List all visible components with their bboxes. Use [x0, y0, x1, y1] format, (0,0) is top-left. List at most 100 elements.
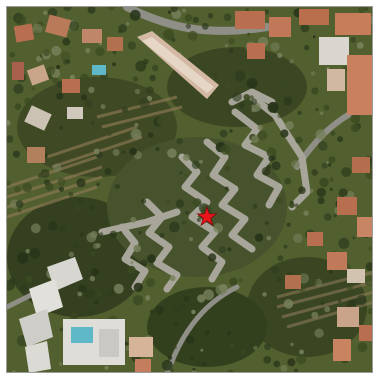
tree	[290, 342, 294, 347]
tree	[238, 278, 243, 283]
tree	[347, 299, 357, 309]
tree	[85, 47, 91, 54]
tree	[304, 45, 310, 51]
tree	[75, 206, 80, 211]
tree	[246, 77, 258, 89]
tree	[12, 370, 16, 372]
tree	[298, 186, 306, 195]
tree	[245, 8, 249, 12]
tree	[324, 306, 331, 313]
tree	[262, 292, 267, 297]
tree	[365, 262, 372, 271]
tree	[169, 275, 176, 282]
tree	[224, 186, 229, 191]
tree	[196, 361, 202, 367]
satellite-map[interactable]	[6, 6, 373, 373]
tree	[350, 36, 356, 43]
tree	[280, 129, 289, 138]
star-icon	[196, 205, 218, 227]
tree	[276, 196, 284, 205]
tree	[224, 165, 231, 172]
tree	[265, 221, 269, 225]
tree	[121, 150, 126, 155]
tree	[152, 64, 159, 72]
tree	[294, 368, 298, 372]
tree	[22, 182, 33, 193]
tree	[223, 13, 232, 22]
tree	[52, 77, 59, 84]
tree	[311, 87, 319, 95]
tree	[267, 101, 279, 113]
tree	[191, 160, 200, 170]
tree	[107, 7, 115, 11]
tree	[196, 217, 201, 222]
tree	[311, 311, 319, 319]
tree	[80, 94, 88, 101]
tree	[63, 7, 72, 12]
tree	[189, 356, 194, 361]
tree	[88, 86, 95, 94]
pool	[71, 327, 93, 343]
tree	[352, 236, 356, 240]
tree	[367, 308, 372, 315]
tree	[59, 327, 64, 332]
tree	[174, 322, 178, 327]
tree	[309, 188, 314, 193]
tree	[287, 358, 296, 367]
tree	[277, 52, 283, 59]
tree	[295, 136, 303, 144]
tree	[156, 117, 165, 126]
tree	[14, 186, 21, 193]
tree	[224, 43, 229, 48]
tree	[56, 65, 61, 69]
tree	[248, 342, 253, 347]
tree	[294, 264, 300, 270]
tree	[182, 220, 187, 225]
tree	[252, 204, 258, 209]
tree	[130, 261, 134, 265]
tree	[167, 148, 177, 158]
tree	[350, 113, 361, 124]
tree	[104, 222, 108, 226]
tree	[125, 22, 130, 26]
tree	[145, 295, 151, 301]
tree	[357, 342, 368, 353]
tree	[179, 171, 183, 175]
tree	[284, 177, 292, 185]
tree	[324, 213, 332, 221]
tree	[243, 94, 250, 101]
tree	[218, 246, 226, 254]
tree	[139, 97, 150, 109]
tree	[283, 299, 294, 309]
tree	[121, 106, 128, 113]
tree	[147, 132, 154, 138]
tree	[155, 146, 160, 152]
tree	[7, 180, 12, 186]
tree	[91, 251, 96, 256]
tree	[48, 221, 58, 231]
tree	[298, 273, 310, 284]
tree	[113, 283, 124, 294]
tree	[286, 222, 291, 227]
tree	[220, 144, 231, 155]
tree	[165, 200, 171, 205]
star-marker-icon[interactable]	[196, 205, 218, 227]
tree	[214, 73, 218, 77]
tree	[213, 223, 224, 233]
tree	[36, 55, 42, 62]
tree	[293, 233, 303, 243]
tree	[185, 23, 191, 29]
tree	[45, 182, 54, 191]
tree	[341, 167, 352, 178]
tree	[107, 131, 112, 136]
tree	[85, 289, 94, 298]
tree	[266, 147, 277, 158]
tree	[200, 348, 204, 352]
tree	[315, 129, 327, 140]
tree	[89, 275, 96, 282]
tree	[271, 265, 279, 274]
tree	[112, 62, 117, 67]
tree	[356, 294, 367, 306]
tree	[319, 111, 324, 116]
tree	[226, 330, 232, 336]
